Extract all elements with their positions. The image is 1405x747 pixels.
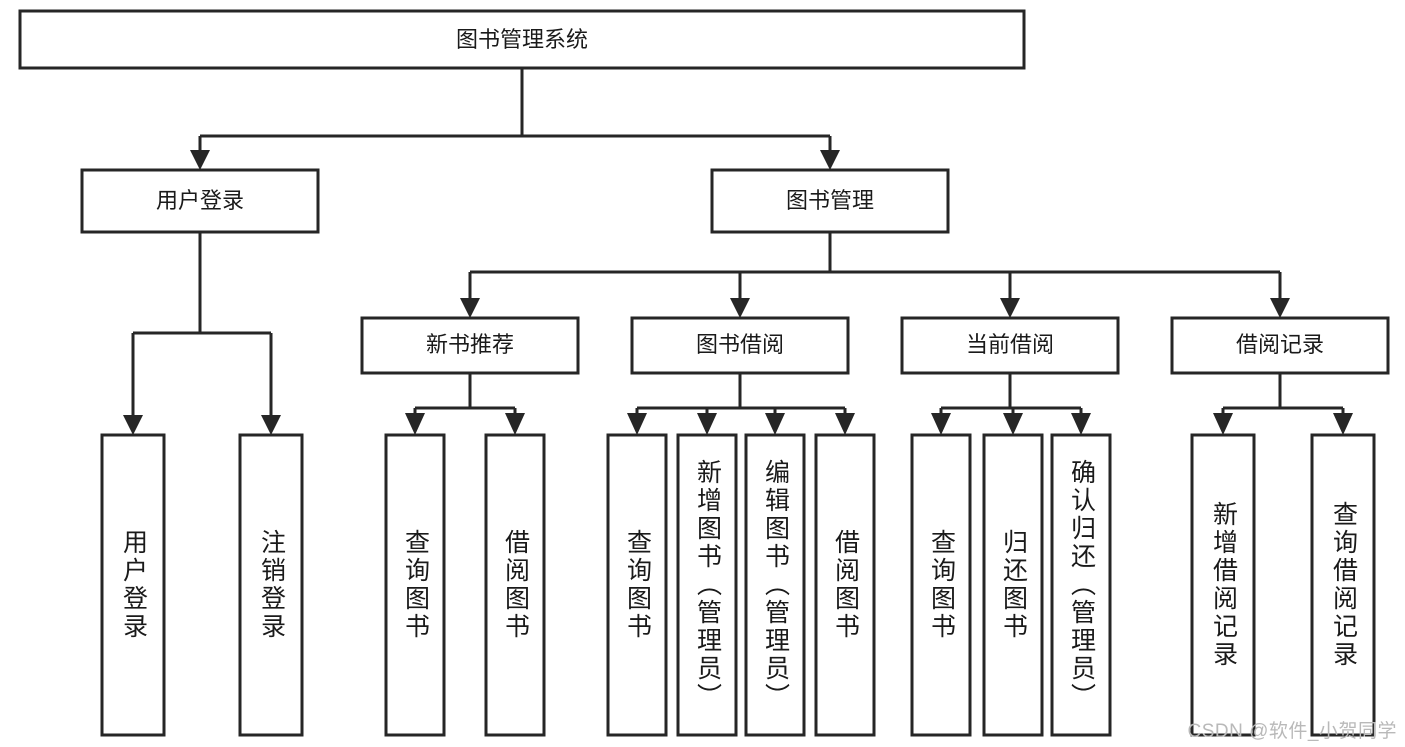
node-user-login-label: 用户登录 xyxy=(156,188,244,213)
node-book-manage-box[interactable] xyxy=(710,168,950,234)
node-current-borrow-box[interactable] xyxy=(900,316,1120,375)
arrow-currentborrow-to-leaf3 xyxy=(1071,413,1091,435)
node-book-borrow-box[interactable] xyxy=(630,316,850,375)
node-borrow-record[interactable]: 借阅记录 xyxy=(1170,316,1390,375)
node-new-book-rec-box[interactable] xyxy=(360,316,580,375)
arrow-bookmanage-to-currentborrow xyxy=(1000,298,1020,318)
node-borrow-record-label: 借阅记录 xyxy=(1236,332,1324,357)
node-root[interactable]: 图书管理系统 xyxy=(18,9,1026,70)
node-leaf-add-book-box[interactable] xyxy=(676,433,738,737)
arrow-currentborrow-to-leaf2 xyxy=(1003,413,1023,435)
node-leaf-query-record-box[interactable] xyxy=(1310,433,1376,737)
node-current-borrow-label: 当前借阅 xyxy=(966,332,1054,357)
node-leaf-query-book-1-box[interactable] xyxy=(384,433,446,737)
node-leaf-add-record-box[interactable] xyxy=(1190,433,1256,737)
arrow-root-to-user-login xyxy=(190,150,210,170)
node-leaf-borrow-book-2-box[interactable] xyxy=(814,433,876,737)
node-user-login-box[interactable] xyxy=(80,168,320,234)
node-root-label: 图书管理系统 xyxy=(456,27,588,52)
node-book-manage-label: 图书管理 xyxy=(786,188,874,213)
node-leaf-query-book-2-box[interactable] xyxy=(606,433,668,737)
arrow-borrowrecord-to-leaf1 xyxy=(1213,413,1233,435)
arrow-root-to-book-manage xyxy=(820,150,840,170)
node-book-borrow[interactable]: 图书借阅 xyxy=(630,316,850,375)
arrow-bookmanage-to-newbook xyxy=(460,298,480,318)
arrow-bookborrow-to-leaf1 xyxy=(627,413,647,435)
connector-layer xyxy=(123,68,1353,435)
leaf-boxes-layer xyxy=(100,433,1376,737)
node-user-login[interactable]: 用户登录 xyxy=(80,168,320,234)
node-new-book-rec[interactable]: 新书推荐 xyxy=(360,316,580,375)
node-current-borrow[interactable]: 当前借阅 xyxy=(900,316,1120,375)
node-leaf-return-book-box[interactable] xyxy=(982,433,1044,737)
node-leaf-query-book-3-box[interactable] xyxy=(910,433,972,737)
arrow-borrowrecord-to-leaf2 xyxy=(1333,413,1353,435)
arrow-newbook-to-leaf1 xyxy=(405,413,425,435)
arrow-userlogin-to-leaf1 xyxy=(123,415,143,435)
node-book-manage[interactable]: 图书管理 xyxy=(710,168,950,234)
node-leaf-user-login-box[interactable] xyxy=(100,433,166,737)
arrow-bookborrow-to-leaf4 xyxy=(835,413,855,435)
node-leaf-logout-box[interactable] xyxy=(238,433,304,737)
node-leaf-confirm-return-box[interactable] xyxy=(1050,433,1112,737)
arrow-bookborrow-to-leaf2 xyxy=(697,413,717,435)
arrow-bookmanage-to-borrowrecord xyxy=(1270,298,1290,318)
node-root-box[interactable] xyxy=(18,9,1026,70)
arrow-bookborrow-to-leaf3 xyxy=(765,413,785,435)
node-borrow-record-box[interactable] xyxy=(1170,316,1390,375)
arrow-newbook-to-leaf2 xyxy=(505,413,525,435)
node-book-borrow-label: 图书借阅 xyxy=(696,332,784,357)
node-leaf-borrow-book-1-box[interactable] xyxy=(484,433,546,737)
arrow-currentborrow-to-leaf1 xyxy=(931,413,951,435)
arrow-bookmanage-to-bookborrow xyxy=(730,298,750,318)
arrow-userlogin-to-leaf2 xyxy=(261,415,281,435)
node-leaf-edit-book-box[interactable] xyxy=(744,433,806,737)
node-new-book-rec-label: 新书推荐 xyxy=(426,332,514,357)
